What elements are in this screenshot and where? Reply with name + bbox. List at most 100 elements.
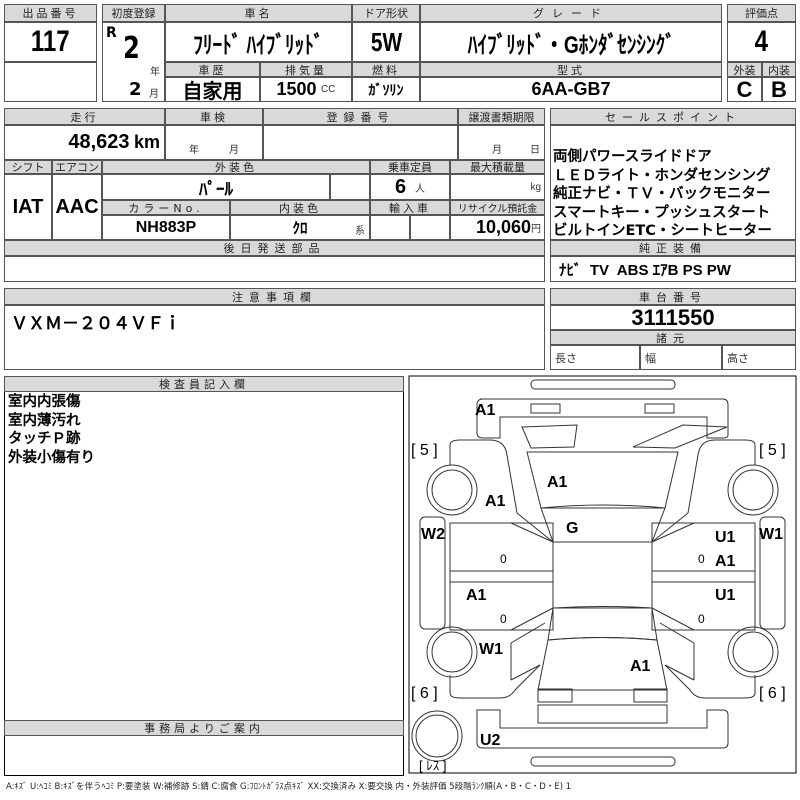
notes: ＶＸＭ－２０４ＶＦｉ: [4, 305, 545, 370]
right-pillar: [651, 570, 756, 583]
recycle-unit: 円: [531, 224, 541, 235]
door-zero: 0: [698, 612, 705, 626]
max-load-unit: kg: [530, 181, 541, 193]
mileage-value: 48,623: [68, 131, 130, 153]
max-load: kg: [450, 174, 545, 200]
reg-month: 2: [129, 79, 142, 100]
chassis: 3111550: [550, 305, 796, 330]
inspection: 年月: [165, 125, 263, 160]
rear-bumper-bar: [530, 756, 676, 767]
displacement-unit: CC: [321, 84, 336, 95]
inspector-line: タッチＰ跡: [8, 431, 81, 447]
shift: IAT: [4, 174, 52, 240]
specs-label: 諸元: [550, 330, 796, 345]
later-parts-label: 後日発送部品: [4, 240, 545, 256]
recycle-value: 10,060: [475, 217, 531, 237]
fuel-value: ｶﾞｿﾘﾝ: [368, 81, 404, 98]
inspection-month-unit: 月: [229, 145, 239, 156]
office-label: 事務局よりご案内: [4, 720, 404, 736]
door-label: ドア形状: [352, 4, 420, 22]
transfer-day-unit: 日: [530, 145, 540, 156]
rear-fenders: [449, 664, 756, 699]
ac: AAC: [52, 174, 102, 240]
grade: ﾊｲﾌﾞﾘｯﾄﾞ・Gﾎﾝﾀﾞｾﾝｼﾝｸﾞ: [420, 22, 722, 62]
spec-width-label: 幅: [645, 352, 656, 365]
notes-value: ＶＸＭ－２０４ＶＦｉ: [11, 314, 181, 334]
headlights: [521, 424, 728, 449]
rear-bumper: [476, 709, 729, 749]
front-bumper: [476, 398, 729, 439]
door-type-value: 5W: [370, 26, 402, 57]
ext-color-value: ﾊﾟｰﾙ: [199, 179, 233, 199]
int-color-suffix: 系: [355, 226, 365, 237]
score-label: 評価点: [727, 4, 796, 22]
equipment-label: 純正装備: [550, 240, 796, 256]
tire-front-right: [ 5 ]: [759, 442, 786, 459]
front-lamp-right: [644, 403, 675, 414]
ext-color: ﾊﾟｰﾙ: [102, 174, 330, 200]
ac-label: エアコン: [52, 160, 102, 174]
mark-left-rear-fender: W1: [479, 641, 503, 658]
inspection-label: 車検: [165, 108, 263, 125]
spec-height: 高さ: [722, 345, 796, 370]
score-value: 4: [754, 25, 769, 58]
color-no-label: カラーNo.: [102, 200, 230, 215]
trunk: [537, 637, 668, 691]
color-no: NH883P: [102, 215, 230, 240]
tire-rear-right: [ 6 ]: [759, 685, 786, 702]
reg-label: 初度登録: [102, 4, 165, 22]
transfer-month-unit: 月: [492, 145, 502, 156]
reg-year-unit: 年: [150, 67, 160, 78]
lot-empty: [4, 62, 97, 102]
capacity-label: 乗車定員: [370, 160, 450, 174]
mark-windshield: G: [566, 520, 578, 537]
ext-score-value: C: [736, 76, 753, 102]
ac-value: AAC: [55, 195, 99, 218]
displacement-value: 1500: [276, 79, 317, 99]
import-b: [410, 215, 450, 240]
door-lines: [510, 522, 695, 631]
capacity-value: 6: [394, 175, 407, 198]
history-label: 車歴: [165, 62, 260, 77]
int-score-value: B: [771, 76, 787, 102]
sales-point: 純正ナビ・ＴＶ・バックモニター: [553, 186, 771, 202]
plate: [263, 125, 458, 160]
mark-rear-bumper: U2: [480, 732, 501, 749]
spec-length-label: 長さ: [555, 352, 577, 365]
mark-hood: A1: [547, 474, 568, 491]
ext-color-label: 外装色: [102, 160, 370, 174]
quarter-panels: [510, 622, 695, 681]
int-color-label: 内装色: [230, 200, 370, 215]
mileage-unit: km: [133, 132, 160, 152]
sales-points-label: セールスポイント: [550, 108, 796, 125]
history-value: 自家用: [182, 81, 243, 103]
right-sill: [759, 516, 786, 630]
tire-front-left: [ 5 ]: [411, 442, 438, 459]
grade-value: ﾊｲﾌﾞﾘｯﾄﾞ・Gﾎﾝﾀﾞｾﾝｼﾝｸﾞ: [467, 31, 675, 59]
recycle-label: リサイクル預託金: [450, 200, 545, 215]
notes-label: 注意事項欄: [4, 288, 545, 305]
int-score-label: 内装: [762, 62, 796, 77]
rear-window: [547, 606, 658, 641]
mark-left-sill: W2: [421, 526, 445, 543]
inspector-line: 外装小傷有り: [8, 449, 95, 466]
max-load-label: 最大積載量: [450, 160, 545, 174]
front-bumper-bar: [530, 379, 676, 390]
car-name-label: 車名: [165, 4, 352, 22]
model-label: 型式: [420, 62, 722, 77]
equipment-value: ﾅﾋﾞ TV ABS ｴｱB PS PW: [559, 261, 731, 279]
shift-value: IAT: [12, 195, 44, 218]
import-label: 輸入車: [370, 200, 450, 215]
roof: [552, 541, 653, 609]
rear-lamp-right: [633, 688, 668, 703]
int-color-value: ｸﾛ: [292, 220, 308, 237]
plate-label: 登録番号: [263, 108, 458, 125]
windshield: [540, 504, 666, 543]
front-lamp-left: [530, 403, 561, 414]
model: 6AA-GB7: [420, 77, 722, 102]
sales-point: 両側パワースライドドア: [553, 149, 712, 165]
door-zero: 0: [500, 552, 507, 566]
ext-score: C: [727, 77, 762, 102]
capacity-unit: 人: [415, 183, 425, 195]
